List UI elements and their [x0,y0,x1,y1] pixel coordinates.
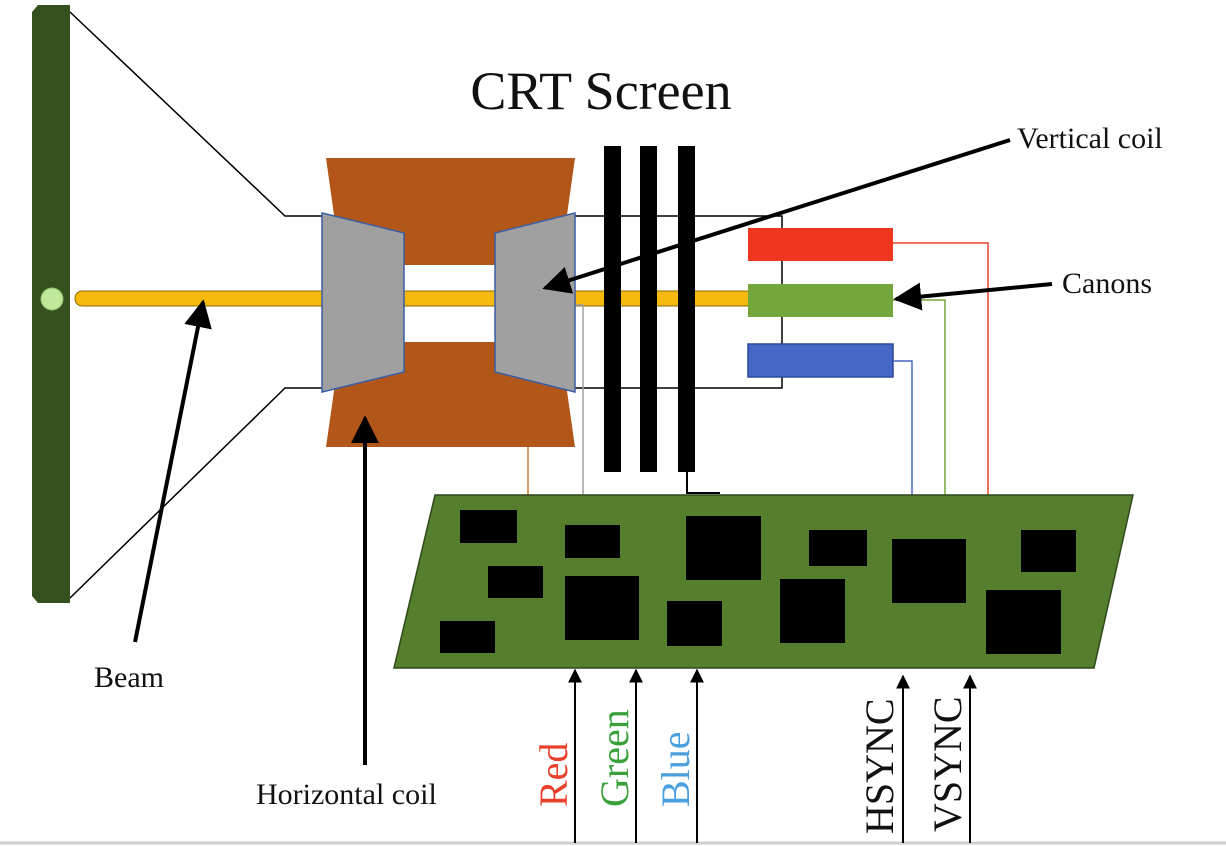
chip [488,566,543,598]
chip [440,621,495,653]
vertical-coil-label: Vertical coil [1017,122,1163,155]
chip [986,590,1061,654]
chip [892,539,966,603]
chip [780,579,845,643]
chip [809,530,867,566]
chip [686,516,761,580]
beam-spot [40,287,64,311]
vertical-coil-arrow [542,138,1011,294]
beam-arrow [133,299,212,643]
chip [667,601,722,646]
signal-label-hsync: HSYNC [857,698,902,834]
horizontal-coil-label: Horizontal coil [256,778,437,811]
chip [460,510,517,543]
beam-label: Beam [94,661,164,694]
grid-bar [678,146,695,472]
canon-red [748,228,893,261]
signal-label-green: Green [592,709,637,807]
beam [74,290,776,307]
chip [565,525,620,558]
vertical-coil-right [494,212,576,393]
board-chips [440,510,1076,654]
canon-green [748,284,893,317]
wire-grid [686,472,720,494]
wire-red [893,242,989,495]
canon-blue [747,343,894,378]
signal-label-red: Red [531,743,576,807]
grid-bar [604,146,621,472]
vertical-coil-left [321,212,405,393]
signal-label-blue: Blue [653,731,698,807]
grid-bar [640,146,657,472]
chip [1021,530,1076,572]
canons-label: Canons [1062,267,1152,300]
signal-label-vsync: VSYNC [925,696,970,832]
chip [565,576,639,640]
canons-arrow [893,282,1053,311]
wire-blue [893,360,913,495]
diagram-title: CRT Screen [470,61,731,121]
wire-vcoil [576,304,584,495]
wire-green [893,299,946,495]
